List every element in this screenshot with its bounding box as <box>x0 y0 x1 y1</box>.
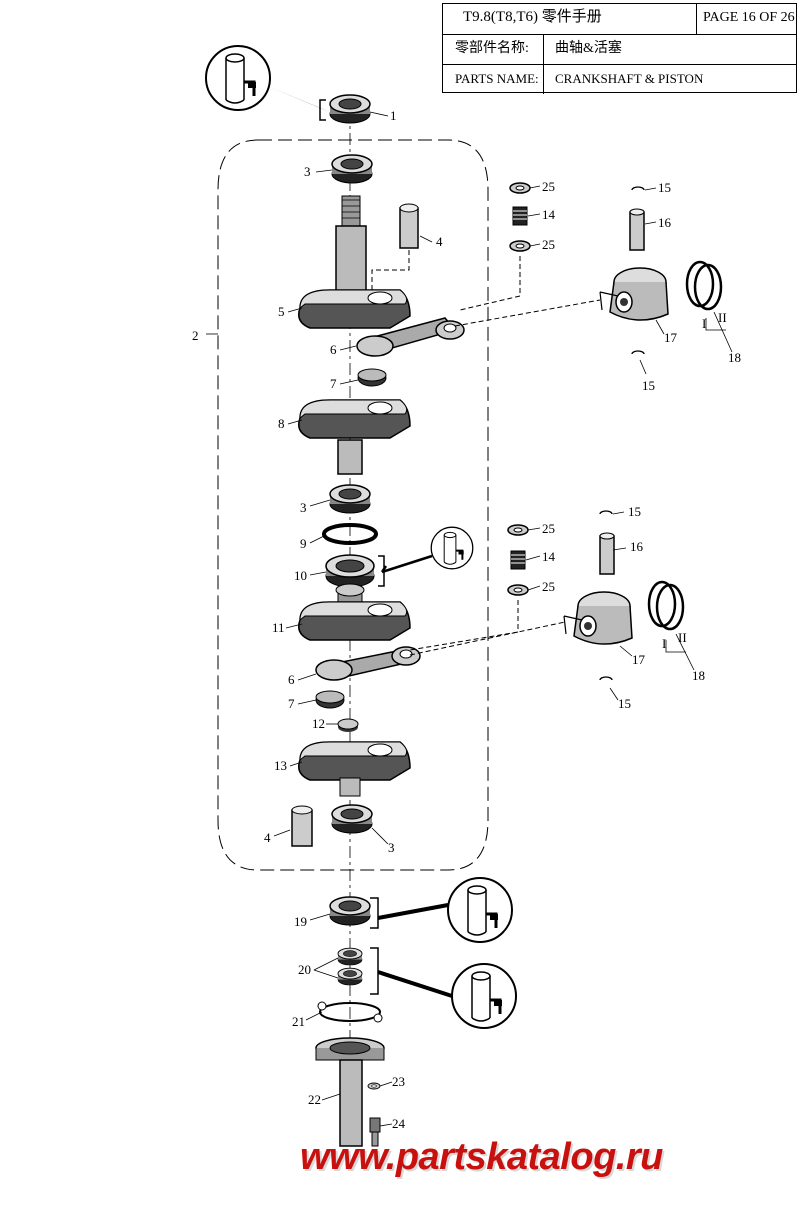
piston-group-upper <box>454 182 723 355</box>
roller-bearing-part-7 <box>357 368 387 387</box>
parts-name-value: CRANKSHAFT & PISTON <box>555 71 704 86</box>
callout-18: 18 <box>728 350 741 365</box>
gasket-part-21 <box>317 1001 383 1023</box>
callout-8: 8 <box>278 416 285 431</box>
callout-1: 1 <box>390 108 397 123</box>
bearing-part-19 <box>329 896 371 926</box>
callout-3: 3 <box>304 164 311 179</box>
bearing-part-1 <box>329 94 371 124</box>
parts-name-label: PARTS NAME: <box>455 71 539 86</box>
cn-name-value: 曲轴&活塞 <box>555 41 622 56</box>
callout-labels: 1 2 3 4 5 6 7 8 3 9 10 11 6 7 12 13 4 3 … <box>192 108 741 1131</box>
callout-19: 19 <box>294 914 307 929</box>
callout-17: 17 <box>664 330 678 345</box>
assembly-boundary <box>217 139 489 871</box>
callout-13: 13 <box>274 758 287 773</box>
callout-25-b: 25 <box>542 237 555 252</box>
roller-bearing-part-7-lower <box>315 690 345 709</box>
model-title: T9.8(T8,T6) 零件手册 <box>463 9 602 25</box>
crankshaft-upper <box>335 195 367 297</box>
callout-25: 25 <box>542 179 555 194</box>
ring-mark-i-b: I <box>662 636 666 651</box>
callout-15-c: 15 <box>628 504 641 519</box>
grease-icon <box>204 44 272 112</box>
callout-15-d: 15 <box>618 696 631 711</box>
title-block: T9.8(T8,T6) 零件手册 PAGE 16 OF 26 零部件名称: 曲轴… <box>442 3 797 94</box>
crank-web-part-13 <box>298 741 411 781</box>
callout-4: 4 <box>436 234 443 249</box>
callout-6-b: 6 <box>288 672 295 687</box>
grease-icon <box>450 962 518 1030</box>
callout-15: 15 <box>658 180 671 195</box>
callout-20: 20 <box>298 962 311 977</box>
snap-ring-part-9 <box>322 523 378 545</box>
cn-name-label: 零部件名称: <box>455 41 529 56</box>
callout-23: 23 <box>392 1074 405 1089</box>
callout-6: 6 <box>330 342 337 357</box>
connecting-rod-upper <box>356 317 465 357</box>
bearing-part-3 <box>331 154 373 184</box>
crank-web-part-11 <box>298 583 411 641</box>
callout-7-b: 7 <box>288 696 295 711</box>
piston-group-lower <box>409 510 685 681</box>
housing-part-22 <box>315 1037 385 1147</box>
callout-3-c: 3 <box>388 840 395 855</box>
callout-4-b: 4 <box>264 830 271 845</box>
callout-14-b: 14 <box>542 549 556 564</box>
bearing-part-3-middle <box>329 484 371 514</box>
callout-25-c: 25 <box>542 521 555 536</box>
callout-12: 12 <box>312 716 325 731</box>
bolt-part-24 <box>369 1117 381 1147</box>
connecting-rod-lower <box>315 646 421 681</box>
callout-9: 9 <box>300 536 307 551</box>
watermark-text[interactable]: www.partskatalog.ru <box>300 1136 663 1178</box>
seal-part-20b <box>337 967 363 986</box>
seal-part-12 <box>337 718 359 732</box>
callout-17-b: 17 <box>632 652 646 667</box>
ring-mark-i: I <box>702 316 706 331</box>
bearing-part-10 <box>325 554 375 588</box>
callout-16-b: 16 <box>630 539 644 554</box>
callout-22: 22 <box>308 1092 321 1107</box>
callout-3-b: 3 <box>300 500 307 515</box>
bearing-part-3-lower <box>331 804 373 834</box>
callout-5: 5 <box>278 304 285 319</box>
callout-2: 2 <box>192 328 199 343</box>
grease-icon <box>430 526 474 570</box>
ring-mark-ii-b: II <box>678 630 687 645</box>
callout-25-d: 25 <box>542 579 555 594</box>
seal-part-20a <box>337 947 363 966</box>
washer-part-23 <box>367 1082 381 1090</box>
ring-mark-ii: II <box>718 310 727 325</box>
crank-web-part-8 <box>298 399 411 439</box>
dowel-pin-part-4-lower <box>291 805 313 847</box>
callout-21: 21 <box>292 1014 305 1029</box>
callout-15-b: 15 <box>642 378 655 393</box>
callout-10: 10 <box>294 568 307 583</box>
dowel-pin-part-4 <box>371 203 419 292</box>
callout-7: 7 <box>330 376 337 391</box>
callout-14: 14 <box>542 207 556 222</box>
callout-18-b: 18 <box>692 668 705 683</box>
grease-icon <box>446 876 514 944</box>
page-number: PAGE 16 OF 26 <box>703 10 795 25</box>
callout-16: 16 <box>658 215 672 230</box>
callout-24: 24 <box>392 1116 406 1131</box>
callout-11: 11 <box>272 620 285 635</box>
crank-web-part-5 <box>298 289 411 329</box>
